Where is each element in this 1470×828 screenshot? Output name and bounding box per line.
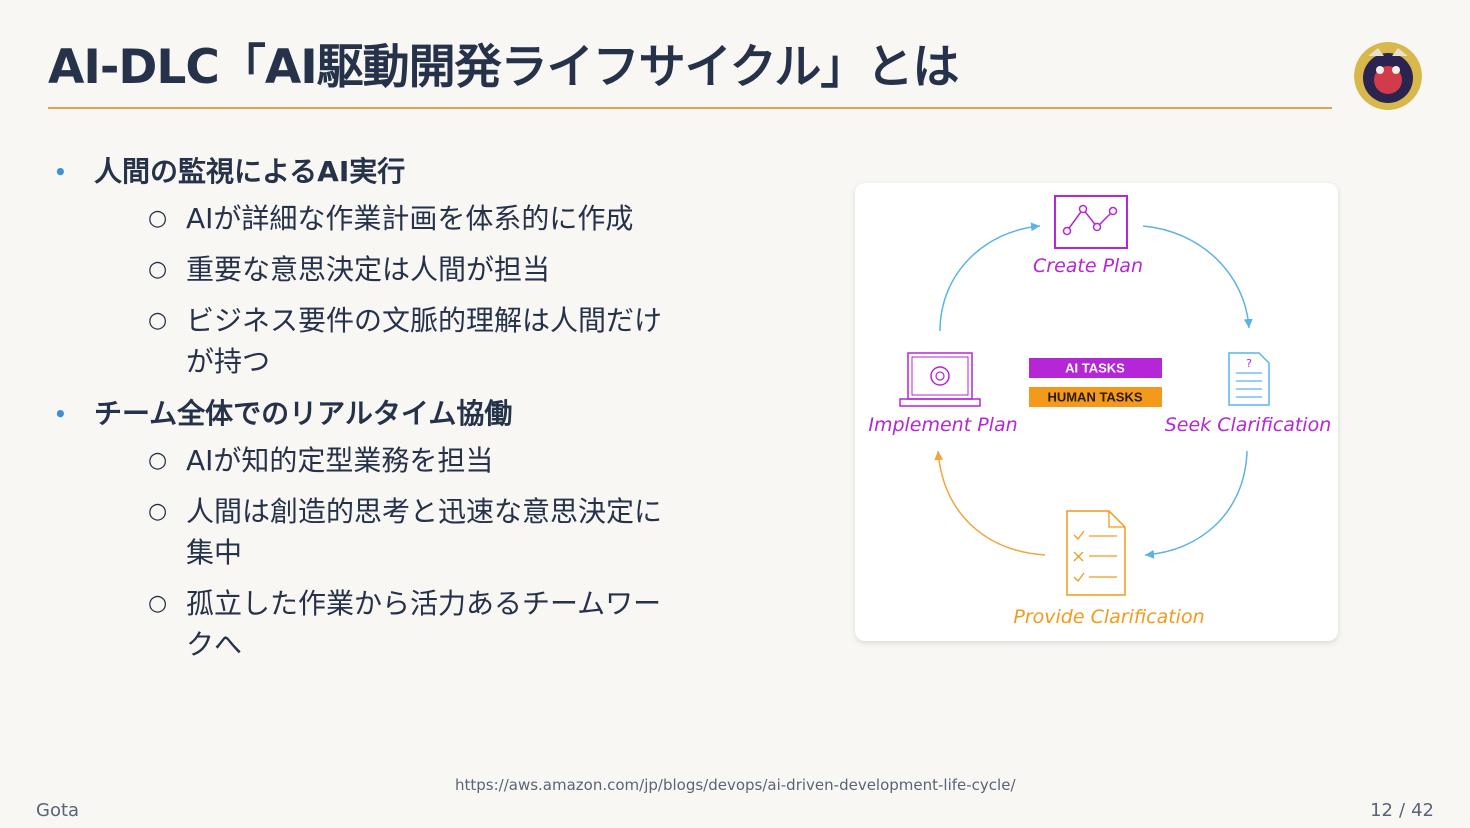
circle-bullet-icon: ○ [148,308,168,333]
page-current: 12 [1370,800,1394,821]
page-total: 42 [1411,800,1434,821]
human-tasks-label: HUMAN TASKS [1047,390,1142,405]
circle-bullet-icon: ○ [148,448,168,473]
sub-bullet-item: ○ AIが知的定型業務を担当 [48,440,666,481]
bullet-text: チーム全体でのリアルタイム協働 [94,397,513,430]
bullet-list: • 人間の監視によるAI実行 ○ AIが詳細な作業計画を体系的に作成 ○ 重要な… [48,150,688,675]
sub-bullet-text: 孤立した作業から活力あるチームワークへ [186,587,662,661]
sub-bullet-item: ○ 人間は創造的思考と迅速な意思決定に集中 [48,491,666,573]
page-separator: / [1399,800,1406,821]
svg-text:?: ? [1246,357,1252,370]
sub-bullet-item: ○ 孤立した作業から活力あるチームワークへ [48,583,666,665]
avatar [1354,42,1422,110]
sub-bullet-item: ○ 重要な意思決定は人間が担当 [48,249,666,290]
create-plan-label: Create Plan [1033,255,1143,277]
source-link[interactable]: https://aws.amazon.com/jp/blogs/devops/a… [455,776,1016,794]
laptop-gear-icon [899,352,981,407]
circle-bullet-icon: ○ [148,499,168,524]
checklist-icon [1066,510,1126,596]
sub-bullet-item: ○ ビジネス要件の文脈的理解は人間だけが持つ [48,300,666,382]
title-divider [48,107,1332,109]
circle-bullet-icon: ○ [148,257,168,282]
circle-bullet-icon: ○ [148,206,168,231]
seek-clarification-label: Seek Clarification [1165,414,1332,436]
human-tasks-legend [1029,387,1162,407]
ai-tasks-label: AI TASKS [1065,361,1125,376]
ai-tasks-legend [1029,358,1162,378]
footer-author: Gota [36,800,80,821]
bullet-dot-icon: • [54,160,67,184]
slide-title: AI-DLC「AI駆動開発ライフサイクル」とは [48,40,959,95]
bullet-item: • 人間の監視によるAI実行 [48,150,688,194]
page-number: 12/42 [1370,800,1434,821]
sub-bullet-item: ○ AIが詳細な作業計画を体系的に作成 [48,198,666,239]
sub-bullet-text: 人間は創造的思考と迅速な意思決定に集中 [186,495,663,569]
ai-dlc-diagram: Create Plan Implement Plan ? Seek Clarif… [855,183,1338,641]
provide-clarification-label: Provide Clarification [1013,606,1204,628]
bullet-dot-icon: • [54,402,67,426]
arrow-seek-to-provide [1144,450,1248,559]
sub-bullet-text: ビジネス要件の文脈的理解は人間だけが持つ [186,304,663,378]
document-question-icon: ? [1228,352,1270,406]
arrow-provide-to-implement [934,450,1046,556]
arrow-create-to-seek [1142,225,1253,329]
arrow-implement-to-create [939,222,1041,332]
sub-bullet-text: 重要な意思決定は人間が担当 [186,253,551,286]
implement-plan-label: Implement Plan [868,414,1017,436]
sub-bullet-text: AIが知的定型業務を担当 [186,444,494,477]
sub-bullet-text: AIが詳細な作業計画を体系的に作成 [186,202,634,235]
bullet-text: 人間の監視によるAI実行 [94,155,406,188]
chart-icon [1054,195,1128,249]
bullet-item: • チーム全体でのリアルタイム協働 [48,392,688,436]
circle-bullet-icon: ○ [148,591,168,616]
